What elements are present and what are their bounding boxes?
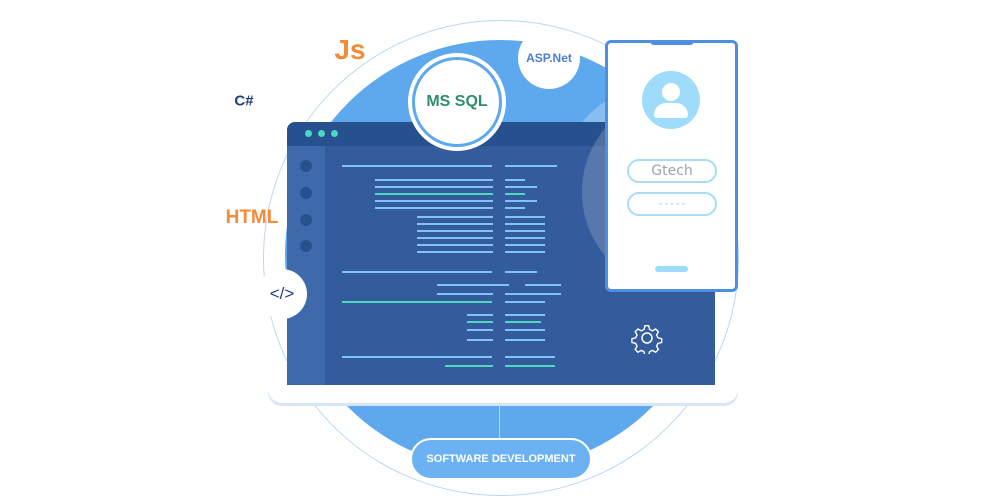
password-field[interactable]: • • • • • <box>627 192 717 216</box>
code-line <box>342 165 492 167</box>
code-line <box>375 200 493 202</box>
phone: Gtech • • • • • <box>605 40 738 292</box>
code-line <box>375 207 493 209</box>
software-development-button[interactable]: SOFTWARE DEVELOPMENT <box>410 438 592 480</box>
code-line <box>505 301 545 303</box>
mssql-label: MS SQL <box>426 93 488 110</box>
code-line <box>505 165 557 167</box>
avatar-icon <box>642 71 700 129</box>
code-line <box>505 321 541 323</box>
code-line <box>505 193 525 195</box>
code-line <box>505 223 545 225</box>
code-line <box>505 179 525 181</box>
code-tag-label: </> <box>269 284 295 303</box>
code-line <box>505 314 545 316</box>
aspnet-label: ASP.Net <box>526 51 572 65</box>
code-line <box>505 365 555 367</box>
code-line <box>467 314 493 316</box>
code-line <box>417 244 493 246</box>
code-tag-bubble: </> <box>257 269 307 319</box>
username-field[interactable]: Gtech <box>627 159 717 183</box>
code-line <box>375 186 493 188</box>
code-line <box>505 186 537 188</box>
gear-icon[interactable] <box>631 322 663 357</box>
code-line <box>342 356 492 358</box>
code-line <box>375 179 493 181</box>
aspnet-bubble: ASP.Net <box>518 27 580 89</box>
code-line <box>505 207 525 209</box>
code-line <box>505 244 545 246</box>
code-line <box>505 200 537 202</box>
code-line <box>505 230 545 232</box>
code-line <box>417 237 493 239</box>
code-line <box>417 230 493 232</box>
code-line <box>342 271 492 273</box>
sidebar-dot[interactable] <box>300 240 312 252</box>
code-line <box>505 237 545 239</box>
code-line <box>467 321 493 323</box>
phone-notch <box>650 40 694 45</box>
js-label: Js <box>334 34 366 65</box>
csharp-label: C# <box>234 92 254 110</box>
code-line <box>505 329 545 331</box>
code-line <box>505 293 561 295</box>
code-line <box>375 193 493 195</box>
code-line <box>525 284 561 286</box>
code-line <box>505 339 545 341</box>
html-bubble: HTML <box>204 170 300 266</box>
sidebar-dot[interactable] <box>300 214 312 226</box>
code-line <box>505 356 555 358</box>
laptop-base <box>268 385 738 403</box>
window-dots <box>305 130 338 137</box>
sidebar-dot[interactable] <box>300 160 312 172</box>
sidebar-dot[interactable] <box>300 187 312 199</box>
code-line <box>505 251 545 253</box>
html-label: HTML <box>225 207 279 228</box>
code-line <box>467 339 493 341</box>
code-line <box>505 216 545 218</box>
mssql-bubble: MS SQL <box>412 57 502 147</box>
code-line <box>417 216 493 218</box>
code-line <box>437 284 509 286</box>
code-line <box>417 223 493 225</box>
code-line <box>342 301 492 303</box>
editor-sidebar <box>287 146 325 385</box>
code-line <box>417 251 493 253</box>
code-line <box>467 329 493 331</box>
code-line <box>445 365 493 367</box>
home-indicator[interactable] <box>655 266 688 272</box>
code-line <box>505 271 537 273</box>
code-line <box>437 293 493 295</box>
connector-line <box>499 405 500 438</box>
